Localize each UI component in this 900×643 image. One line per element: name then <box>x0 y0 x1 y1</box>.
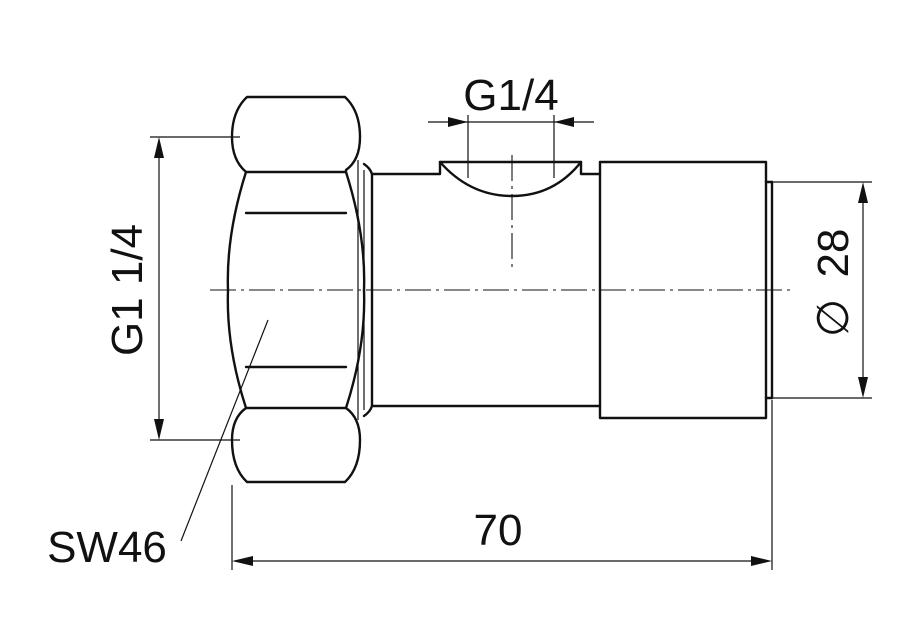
dim-thread-side: G1 1/4 <box>103 136 240 441</box>
overall-length-label: 70 <box>474 506 523 555</box>
dim-outlet-thread: G1/4 <box>428 71 594 150</box>
body-outline <box>362 160 768 420</box>
fitting-body <box>362 150 774 420</box>
dim-diameter: 28 ∅ <box>772 181 872 399</box>
diameter-symbol-icon: ∅ <box>809 299 858 337</box>
outlet-thread-label: G1/4 <box>463 71 558 120</box>
wrench-size-label: SW46 <box>47 523 167 572</box>
diameter-value-label: 28 <box>809 229 858 278</box>
outlet-port <box>438 160 583 198</box>
dim-overall-length: 70 <box>231 400 773 570</box>
dim-wrench-size: SW46 <box>47 319 269 572</box>
thread-side-label: G1 1/4 <box>103 224 152 356</box>
